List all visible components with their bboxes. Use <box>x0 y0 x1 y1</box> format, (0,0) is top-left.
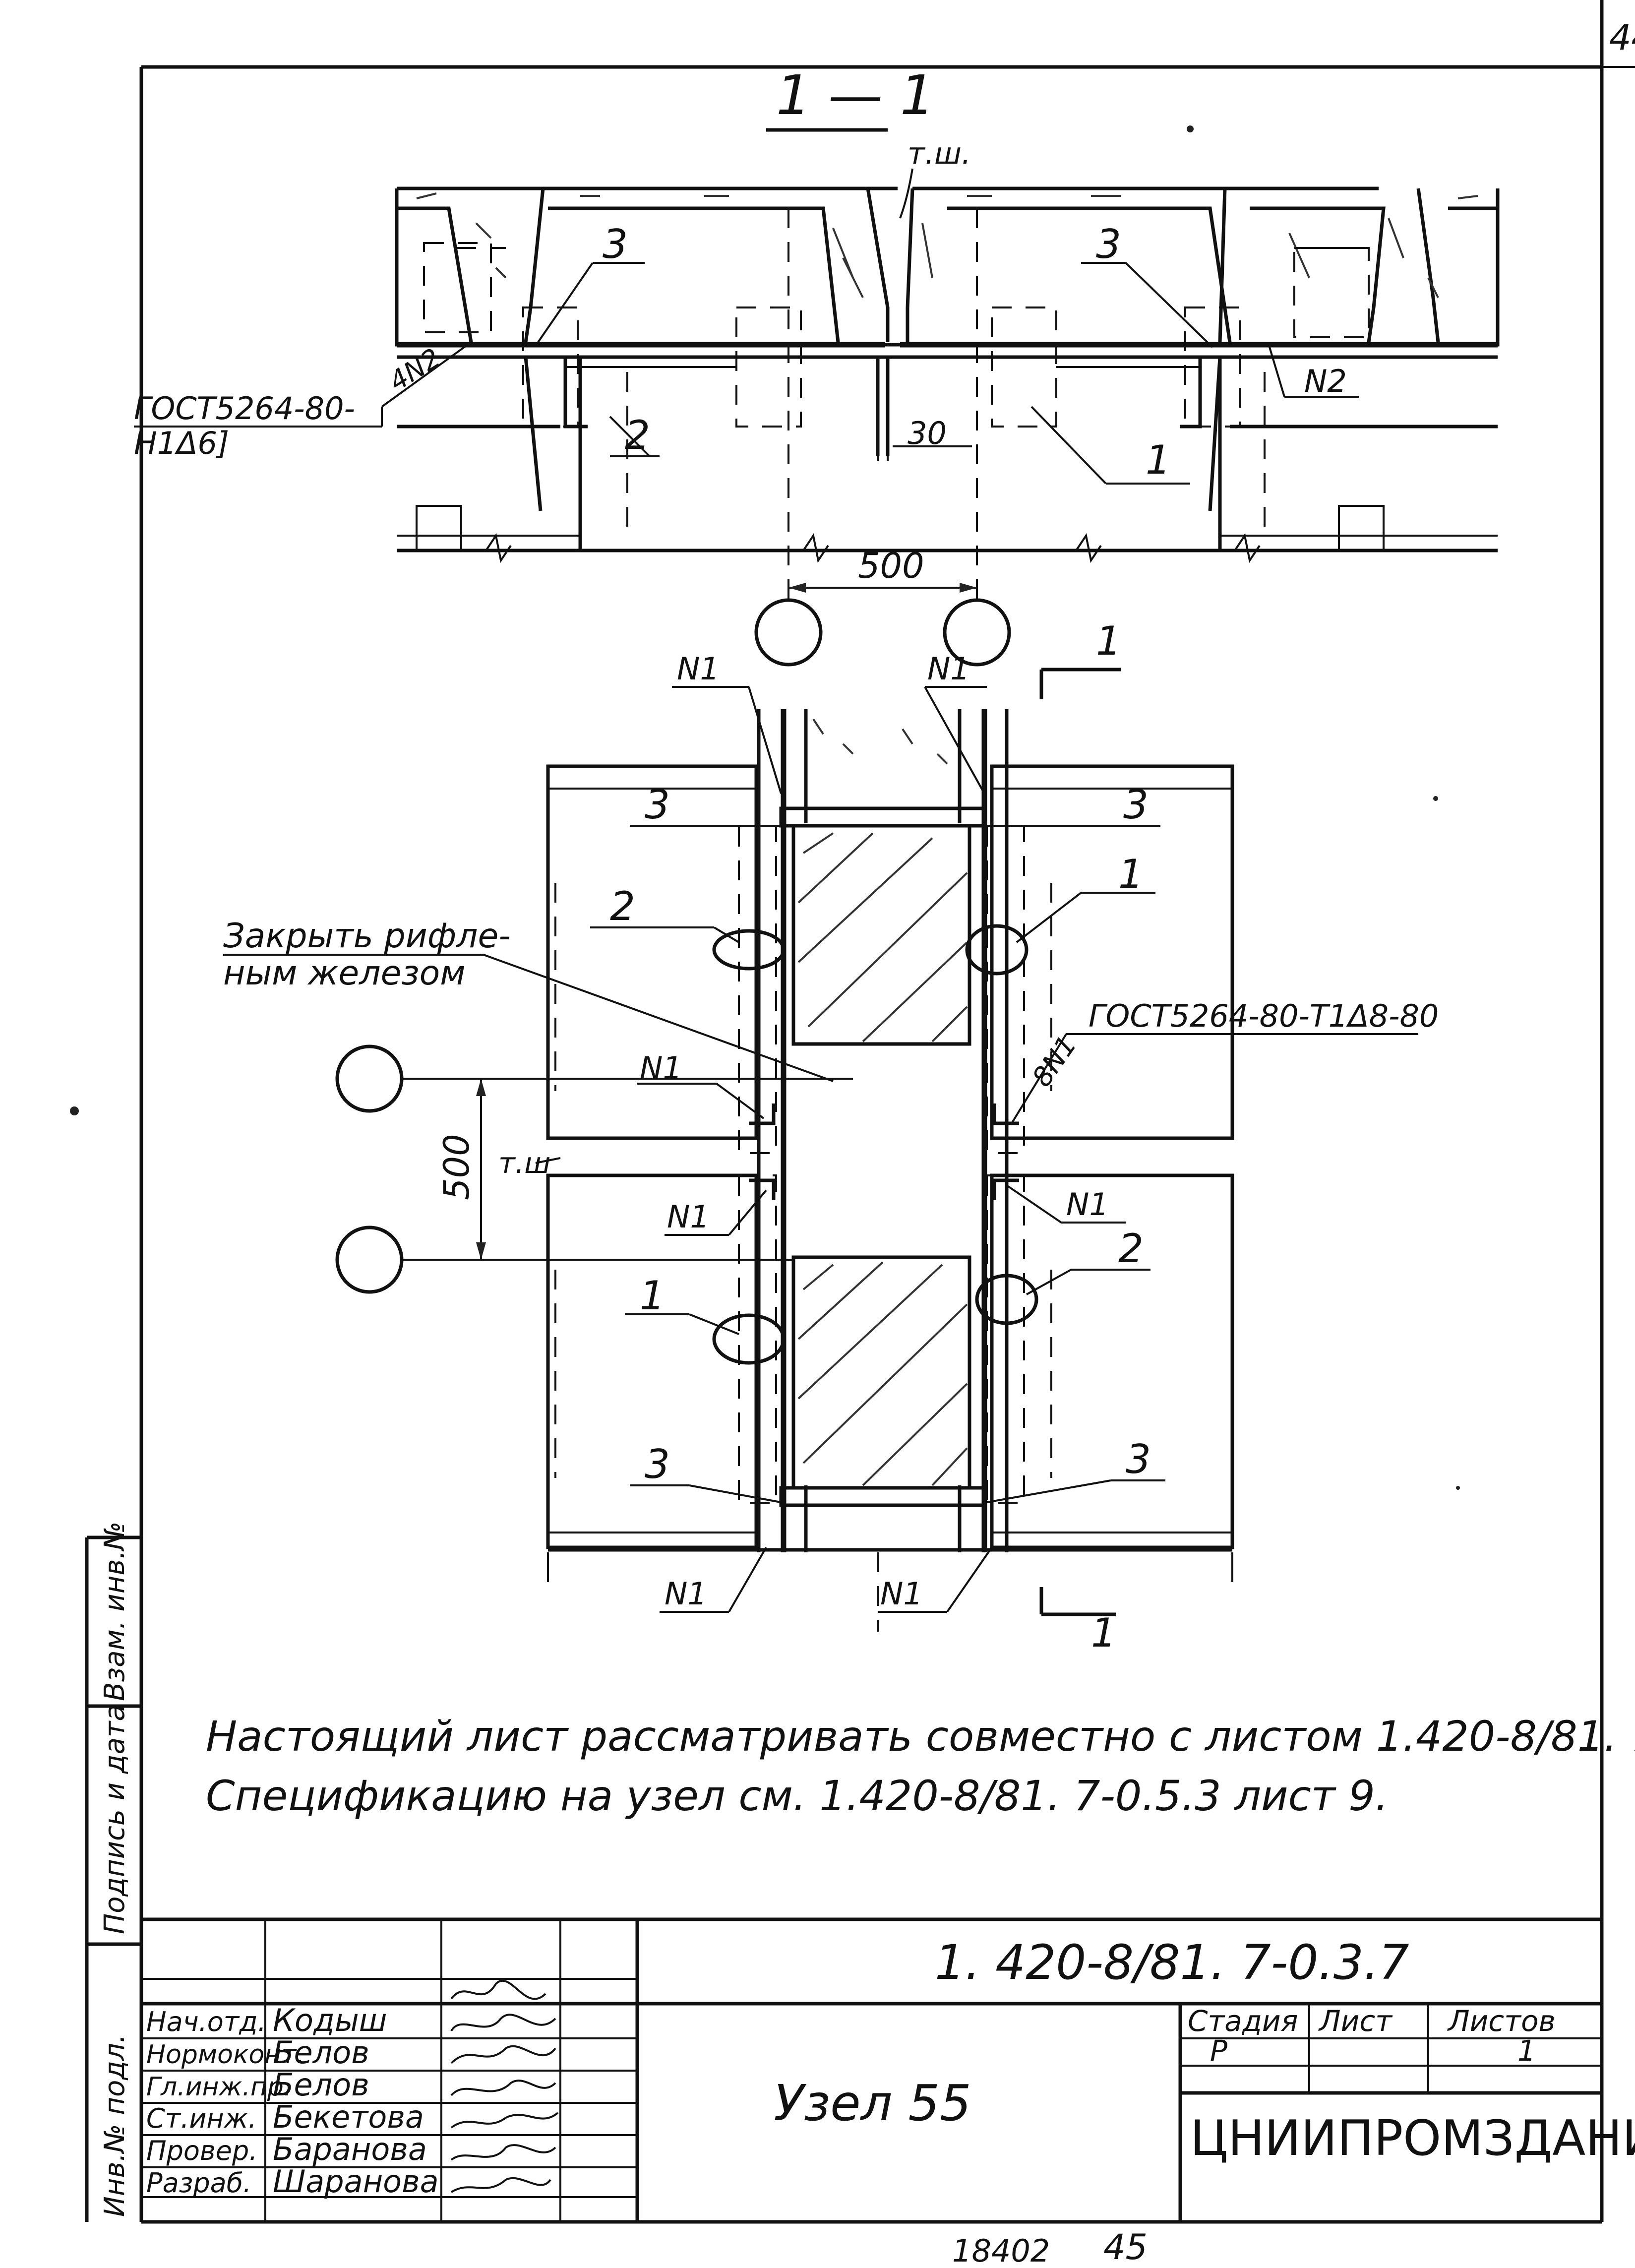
staff-name-6: Шаранова <box>273 2163 439 2200</box>
n1-mid-right-lower: N1 <box>1066 1186 1109 1223</box>
staff-role-2: Нормоконт. <box>146 2040 304 2070</box>
side-stamp-inv: Инв.№ подл. <box>99 2034 131 2217</box>
cut-mark-top: 1 <box>1096 618 1121 664</box>
staff-role-4: Ст.инж. <box>146 2103 257 2134</box>
weld-n2-right: N2 <box>1304 363 1347 399</box>
tsh-label-mid: т.ш <box>498 1146 550 1180</box>
staff-name-4: Бекетова <box>273 2099 424 2135</box>
plan-view: 1 1 <box>223 598 1439 1656</box>
sheets-header: Листов <box>1447 2004 1556 2038</box>
plan-callout-2-left: 2 <box>610 883 635 929</box>
plan-callout-1-left: 1 <box>640 1273 665 1319</box>
doc-code: 1. 420-8/81. 7-0.3.7 <box>935 1935 1409 1990</box>
staff-name-1: Кодыш <box>273 2002 387 2038</box>
n1-top-left: N1 <box>677 651 720 687</box>
cover-note-line1: Закрыть рифле- <box>223 917 511 956</box>
stage-header: Стадия <box>1188 2004 1298 2038</box>
plan-callout-3-bl: 3 <box>645 1441 670 1487</box>
staff-name-3: Белов <box>273 2067 369 2103</box>
stage-value: Р <box>1210 2034 1227 2068</box>
plan-callout-3-tr: 3 <box>1123 782 1149 828</box>
dim-30: 30 <box>908 415 947 451</box>
title-block: 1. 420-8/81. 7-0.3.7 Узел 55 Стадия Лист… <box>141 1917 1635 2222</box>
callout-3-left: 3 <box>603 221 628 267</box>
callout-1-section: 1 <box>1146 437 1171 483</box>
bottom-number-1: 18402 <box>952 2233 1050 2268</box>
gost-right: ГОСТ5264-80-Т1Δ8-80 <box>1089 998 1439 1034</box>
gost-left-line1: ГОСТ5264-80- <box>134 390 355 427</box>
n1-bottom-right: N1 <box>880 1576 923 1612</box>
bottom-number-2: 45 <box>1103 2227 1148 2268</box>
n1-bottom-left: N1 <box>665 1576 707 1612</box>
plan-callout-3-tl: 3 <box>645 782 670 828</box>
dim-500-side: 500 <box>436 1134 477 1200</box>
gost-left-line2: Н1Δ6] <box>134 425 229 461</box>
plan-callout-2-right: 2 <box>1118 1226 1144 1272</box>
staff-role-6: Разраб. <box>146 2167 251 2199</box>
staff-role-3: Гл.инж.пр. <box>146 2072 292 2102</box>
tsh-label-top: т.ш. <box>908 136 971 171</box>
side-stamp: Инв.№ подл. Подпись и дата Взам. инв.№ <box>85 1522 141 2222</box>
organization: ЦНИИПРОМЗДАНИЙ <box>1190 2110 1635 2167</box>
note-line-1: Настоящий лист рассматривать совместно с… <box>206 1712 1635 1761</box>
section-title: 1 — 1 <box>776 63 935 127</box>
callout-3-right: 3 <box>1096 221 1121 267</box>
n1-mid-left-upper: N1 <box>640 1050 682 1086</box>
side-stamp-sign: Подпись и дата <box>99 1704 131 1934</box>
section-1-1: 1 — 1 т.ш. <box>134 63 1500 610</box>
weld-4n2: 4N2 <box>384 342 446 397</box>
weld-8n1: 8N1 <box>1026 1030 1083 1093</box>
staff-name-5: Баранова <box>273 2131 427 2167</box>
plan-callout-1-right: 1 <box>1118 851 1144 897</box>
sheet-header: Лист <box>1318 2004 1393 2038</box>
note-line-2: Спецификацию на узел см. 1.420-8/81. 7-0… <box>206 1772 1389 1820</box>
sheets-value: 1 <box>1517 2034 1536 2068</box>
n1-mid-left-lower: N1 <box>667 1199 710 1235</box>
staff-name-2: Белов <box>273 2034 369 2071</box>
signatures <box>450 1979 559 2193</box>
n1-top-right: N1 <box>927 651 970 687</box>
staff-role-5: Провер. <box>146 2135 257 2166</box>
staff-role-1: Нач.отд. <box>146 2006 266 2037</box>
cover-note-line2: ным железом <box>223 954 466 993</box>
cut-mark-bottom: 1 <box>1091 1610 1116 1656</box>
plan-callout-3-br: 3 <box>1126 1436 1151 1482</box>
dim-500-top: 500 <box>858 546 924 586</box>
sheet-corner-number: 44 <box>1609 17 1635 58</box>
drawing-title: Узел 55 <box>774 2074 971 2132</box>
side-stamp-vzam: Взам. инв.№ <box>99 1522 131 1701</box>
callout-2-section: 2 <box>625 412 650 458</box>
